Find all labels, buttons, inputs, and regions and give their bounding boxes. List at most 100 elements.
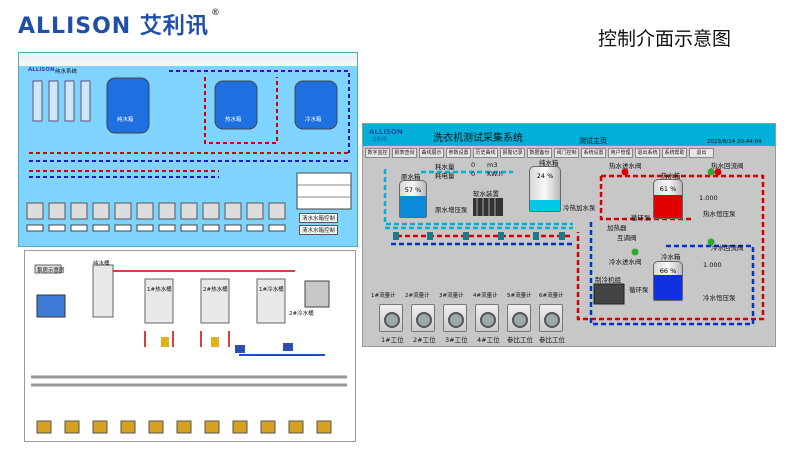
p3-datetime: 2023/8/14 20:44:04 — [707, 139, 762, 145]
station-6: 参比工位 — [539, 336, 565, 344]
nav-btn-12[interactable]: 退出 — [689, 148, 714, 158]
station-top-1: 1#流量计 — [371, 293, 396, 299]
lbl-circ-pump: 循环泵 — [631, 214, 651, 222]
hot-water-tank: 61 % — [653, 179, 683, 219]
lbl-hot-in-valve: 热水进水阀 — [609, 162, 642, 170]
washer-6[interactable] — [539, 304, 563, 332]
station-top-6: 6#流量计 — [539, 293, 564, 299]
washer-1[interactable] — [379, 304, 403, 332]
washer-5[interactable] — [507, 304, 531, 332]
lbl-chiller: 制冷机组 — [595, 276, 621, 284]
station-3: 3#工位 — [445, 336, 468, 344]
p1-system-label: 纯水系统 — [55, 69, 78, 75]
readout-power-unit: KW.h — [487, 170, 503, 178]
nav-btn-11[interactable]: 系统帮助 — [662, 148, 687, 158]
readout-power-value: 0 — [471, 170, 476, 178]
nav-btn-3[interactable]: 参数设置 — [446, 148, 471, 158]
readout-water-value: 0 — [471, 161, 476, 169]
washer-test-panel: ALLISON 艾利讯 洗衣机测试采集系统 测试主页 2023/8/14 20:… — [362, 123, 776, 347]
nav-btn-9[interactable]: 用户管理 — [608, 148, 633, 158]
p3-logo-sub: 艾利讯 — [372, 137, 388, 143]
station-top-3: 3#流量计 — [439, 293, 464, 299]
nav-btn-5[interactable]: 报警记录 — [500, 148, 525, 158]
p3-piping-diagram — [383, 168, 765, 326]
washer-2[interactable] — [411, 304, 435, 332]
lbl-flow-1: 1.000 — [699, 194, 718, 202]
station-1: 1#工位 — [381, 336, 404, 344]
lbl-hot-booster: 热水恒压泵 — [703, 210, 736, 218]
pure-water-tank: 24 % — [529, 166, 561, 212]
p2-tank-3: 1#冷水桶 — [259, 287, 284, 293]
lbl-cold-supply: 冷热加水泵 — [563, 204, 596, 212]
pure-water-panel: ALLISON 纯水系统 纯水箱 热水箱 冷水箱 清水水箱控制 清水水箱控制 — [18, 52, 358, 247]
hot-tank-percent: 61 % — [659, 185, 677, 193]
lbl-mix-valve: 互调阀 — [617, 234, 637, 242]
p3-navbar: 数字监控 报表查询 曲线展示 参数设置 历史曲线 报警记录 数据备份 阀门控制 … — [363, 146, 775, 158]
nav-btn-8[interactable]: 系统设置 — [581, 148, 606, 158]
pure-tank-fill — [530, 200, 560, 211]
reg-mark: ® — [210, 8, 221, 18]
pump-room-panel: 泵房示意图 纯水桶 1#热水桶 2#热水桶 1#冷水桶 2#冷水桶 — [24, 250, 356, 442]
lbl-cold-booster: 冷水恒压泵 — [703, 294, 736, 302]
readout-power-label: 耗电量 — [435, 172, 455, 180]
lbl-flow-2: 1.000 — [703, 261, 722, 269]
washer-4[interactable] — [475, 304, 499, 332]
menu-strip — [19, 61, 357, 66]
lbl-raw-pump: 原水增压泵 — [435, 206, 468, 214]
brand-text: ALLISON 艾利讯 — [18, 14, 209, 39]
window-titlebar — [19, 53, 357, 61]
lbl-raw-tank: 原水箱 — [401, 173, 421, 181]
lbl-hot-return: 热水回流阀 — [711, 162, 744, 170]
nav-btn-1[interactable]: 报表查询 — [392, 148, 417, 158]
nav-btn-7[interactable]: 阀门控制 — [554, 148, 579, 158]
station-top-2: 2#流量计 — [405, 293, 430, 299]
nav-btn-10[interactable]: 退出系统 — [635, 148, 660, 158]
station-5: 参比工位 — [507, 336, 533, 344]
p1-tank-pure: 纯水箱 — [117, 117, 134, 123]
lbl-cold-tank: 冷水箱 — [661, 253, 681, 261]
lbl-heater: 加热器 — [607, 224, 627, 232]
pump-room-diagram — [31, 264, 347, 434]
hot-tank-fill — [654, 194, 682, 218]
nav-btn-2[interactable]: 曲线展示 — [419, 148, 444, 158]
washer-3[interactable] — [443, 304, 467, 332]
lbl-cold-in-valve: 冷水进水阀 — [609, 258, 642, 266]
station-top-4: 4#流量计 — [473, 293, 498, 299]
raw-tank-percent: 57 % — [404, 186, 422, 194]
readout-water-unit: m3 — [487, 161, 498, 169]
p3-title: 洗衣机测试采集系统 — [433, 133, 523, 144]
p1-btn-2[interactable]: 清水水箱控制 — [299, 225, 339, 235]
page-title: 控制介面示意图 — [598, 28, 732, 50]
p2-label: 泵房示意图 — [37, 268, 65, 274]
nav-btn-6[interactable]: 数据备份 — [527, 148, 552, 158]
p2-tank-4: 2#冷水桶 — [289, 311, 314, 317]
lbl-hot-tank: 热水箱 — [661, 172, 681, 180]
p1-logo: ALLISON — [28, 67, 55, 73]
station-2: 2#工位 — [413, 336, 436, 344]
p1-tank-hot: 热水箱 — [225, 117, 242, 123]
pure-water-diagram — [26, 70, 352, 232]
readout-water-label: 耗水量 — [435, 163, 455, 171]
p3-subtitle: 测试主页 — [579, 137, 607, 145]
nav-btn-0[interactable]: 数字监控 — [365, 148, 390, 158]
lbl-pure-tank: 纯水箱 — [539, 159, 559, 167]
p2-tank-2: 2#热水桶 — [203, 287, 228, 293]
p3-header — [363, 124, 775, 146]
raw-water-tank: 57 % — [399, 180, 427, 218]
lbl-softener: 软水装置 — [473, 190, 499, 198]
cold-water-tank: 66 % — [653, 261, 683, 301]
pure-tank-percent: 24 % — [536, 172, 554, 180]
brand-logo: ALLISON 艾利讯® — [18, 8, 221, 40]
station-top-5: 5#流量计 — [507, 293, 532, 299]
p1-tank-cold: 冷水箱 — [305, 117, 322, 123]
p1-btn-1[interactable]: 清水水箱控制 — [299, 213, 339, 223]
p2-tank-1: 1#热水桶 — [147, 287, 172, 293]
station-4: 4#工位 — [477, 336, 500, 344]
lbl-circ-pump-2: 循环泵 — [629, 286, 649, 294]
cold-tank-percent: 66 % — [659, 267, 677, 275]
cold-tank-fill — [654, 274, 682, 300]
lbl-cold-return: 冷水回流阀 — [711, 244, 744, 252]
p3-logo: ALLISON — [369, 128, 403, 136]
p2-tank-0: 纯水桶 — [93, 261, 110, 267]
nav-btn-4[interactable]: 历史曲线 — [473, 148, 498, 158]
